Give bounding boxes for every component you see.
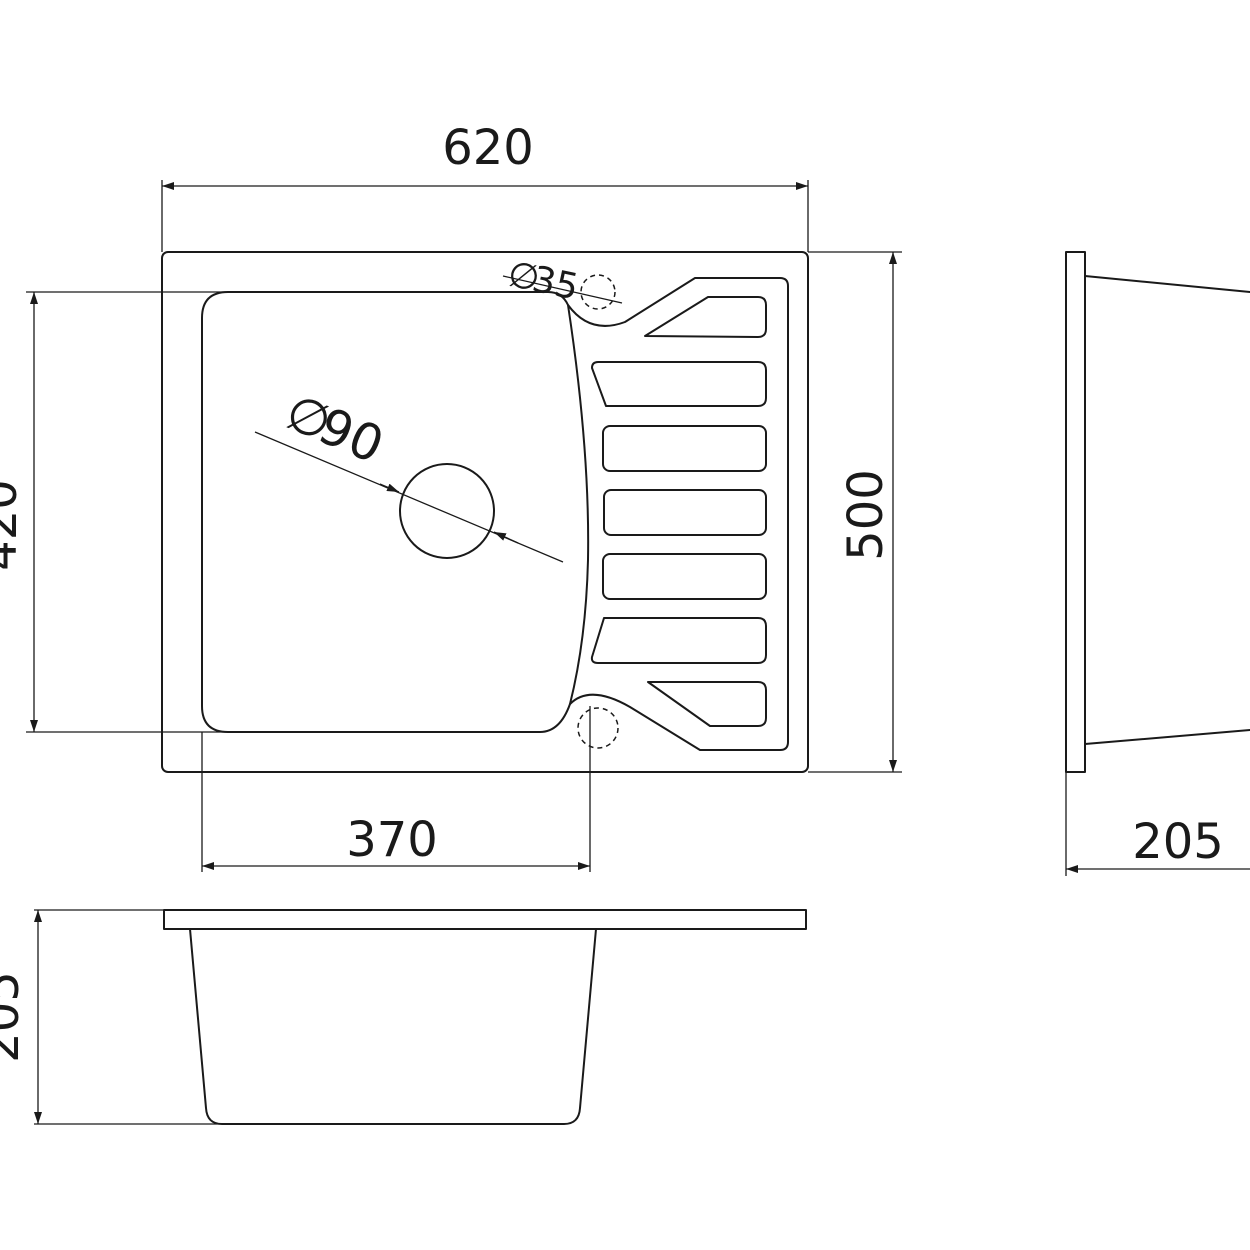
drainboard-outline: [567, 277, 789, 751]
front-bowl: [189, 928, 597, 1125]
drainer-rib: [590, 617, 767, 664]
width-dimension-label: 620: [442, 120, 534, 176]
side-bowl-top: [1084, 275, 1250, 293]
side-bowl-bottom: [1084, 729, 1250, 745]
top-view: ∅ 90 ∅ 35 620 500 420 370: [0, 120, 902, 872]
bowl-depth-dimension-label: 420: [0, 479, 28, 571]
tap-hole-top: [580, 274, 616, 310]
front-rim: [163, 909, 807, 930]
drain-arrow-left: [379, 483, 400, 493]
front-view: 205: [0, 909, 807, 1125]
drainer-rib: [602, 553, 767, 600]
drainer-rib: [602, 425, 767, 472]
bowl-outline: [201, 291, 590, 733]
tap-hole-diameter-label: 35: [529, 259, 582, 309]
drainer-rib: [603, 489, 767, 536]
front-height-dimension-label: 205: [0, 971, 30, 1063]
drainer-rib: [644, 296, 767, 338]
drain-arrow-right: [493, 531, 519, 544]
depth-dimension-label: 500: [838, 469, 894, 561]
drainer-rib: [591, 361, 767, 407]
side-rim: [1065, 251, 1086, 773]
bowl-width-dimension-label: 370: [346, 812, 438, 868]
tap-hole-leader: [502, 275, 623, 304]
tap-hole-bottom: [577, 707, 619, 749]
sink-outer-outline: [161, 251, 809, 773]
side-height-dimension-label: 205: [1132, 814, 1224, 870]
side-view: 205: [1065, 251, 1250, 876]
drain-hole: [399, 463, 495, 559]
drainer-rib: [647, 681, 767, 727]
